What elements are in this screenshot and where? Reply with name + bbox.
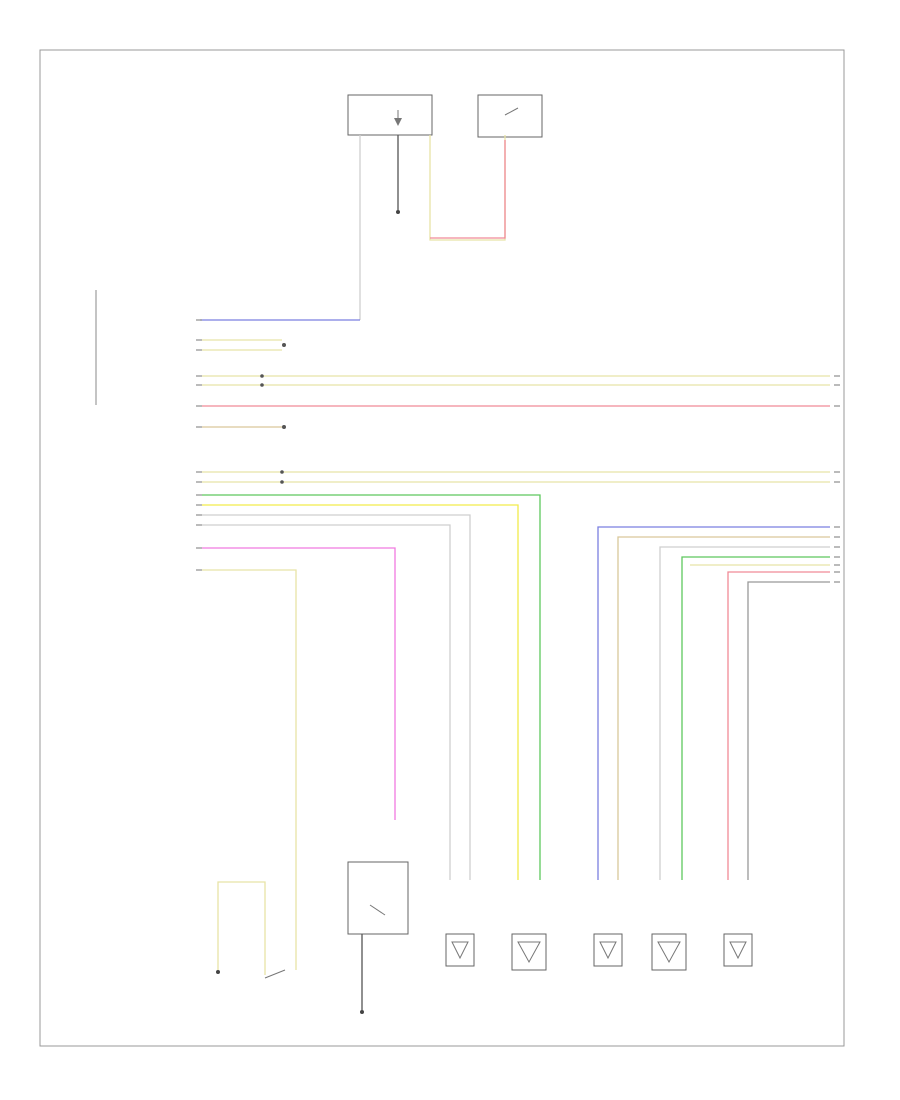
ground-dot-seat <box>360 1010 364 1014</box>
module-connector-pins <box>196 319 202 571</box>
ground-dot-top <box>396 210 400 214</box>
module-antenna-tip <box>394 118 402 126</box>
relay-contact <box>504 107 519 116</box>
ground-dot-bottom <box>216 970 220 974</box>
wire-magenta <box>202 547 396 820</box>
wire-black-right <box>747 581 830 880</box>
top-control-module[interactable] <box>347 94 433 136</box>
relay-module[interactable] <box>477 94 543 138</box>
splice-dot-6 <box>280 480 284 484</box>
wire-tan-right <box>617 536 830 880</box>
bottom-switch-contact <box>264 969 286 979</box>
wire-module-yellow <box>429 135 506 241</box>
splice-dot-4 <box>282 425 286 429</box>
wire-yellow-bottom <box>202 569 297 970</box>
seat-switch-box[interactable] <box>347 861 409 935</box>
wire-green-right <box>681 556 830 880</box>
right-edge-terminals <box>834 375 840 583</box>
wire-relay-red <box>430 140 506 239</box>
splice-dot-3 <box>260 383 264 387</box>
splice-dot-5 <box>280 470 284 474</box>
sensor-5[interactable] <box>723 933 753 967</box>
sensor-3[interactable] <box>593 933 623 967</box>
sensor-1[interactable] <box>445 933 475 967</box>
wire-red-right <box>727 571 830 880</box>
sensor-4[interactable] <box>651 933 687 971</box>
wire-bottom-left <box>217 881 266 975</box>
wire-gray-right <box>659 546 830 880</box>
splice-dot-2 <box>260 374 264 378</box>
sensor-2[interactable] <box>511 933 547 971</box>
splice-dot-1 <box>282 343 286 347</box>
wire-blue-right <box>597 526 830 880</box>
wire-gray-sensor1-a <box>202 494 541 880</box>
diagram-frame <box>39 49 845 1047</box>
wire-gray-sensor1-b <box>202 504 519 880</box>
seat-switch-contact <box>369 904 386 916</box>
wire-gray-sensor2-b <box>202 524 451 880</box>
wire-gray-sensor2-a <box>202 514 471 880</box>
